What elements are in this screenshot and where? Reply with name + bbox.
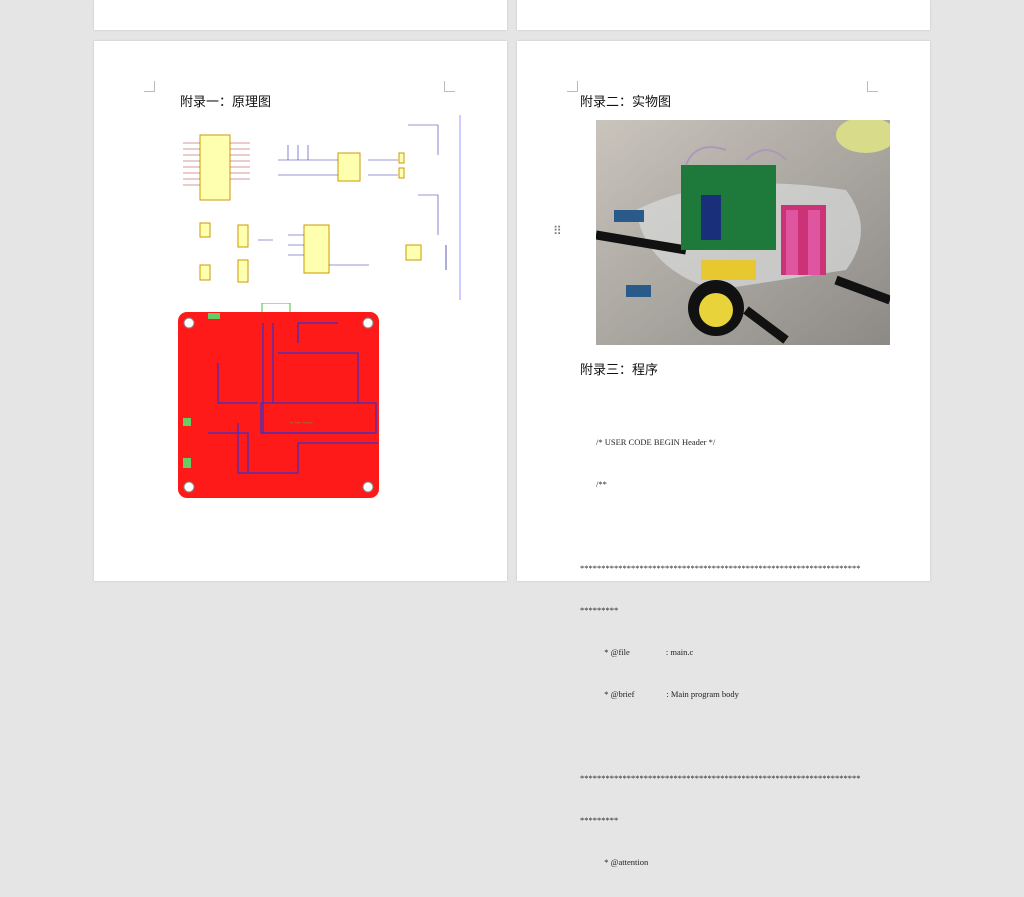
code-line [580, 729, 870, 743]
code-line: /* USER CODE BEGIN Header */ [596, 437, 716, 447]
page-left: 附录一：原理图 ~ ~~ ~~~ [94, 41, 507, 581]
code-line: ****************************************… [580, 563, 861, 573]
code-line: ****************************************… [580, 773, 861, 783]
schematic-image [183, 115, 461, 300]
code-line: * @attention [600, 857, 649, 867]
code-block: /* USER CODE BEGIN Header */ /** *******… [580, 407, 870, 897]
code-line [580, 519, 870, 533]
appendix2-title: 附录二：实物图 [580, 95, 672, 110]
page-right: 附录二：实物图 ⠿ 附录三：程序 /* USER CODE BEGIN Head… [517, 41, 930, 867]
code-line: * @brief : Main program body [600, 689, 739, 699]
previous-page-right [517, 0, 930, 30]
pcb-layout-image: ~ ~~ ~~~ [178, 303, 379, 498]
code-line: ********* [580, 605, 619, 615]
previous-page-left [94, 0, 507, 30]
robot-car-photo [596, 120, 890, 345]
svg-text:~ ~~ ~~~: ~ ~~ ~~~ [290, 421, 313, 427]
code-line: ********* [580, 815, 619, 825]
appendix1-title: 附录一：原理图 [180, 95, 272, 110]
drag-handle-icon[interactable]: ⠿ [553, 224, 562, 238]
code-line: /** [596, 479, 607, 489]
code-line: * @file : main.c [600, 647, 694, 657]
appendix3-title: 附录三：程序 [580, 363, 659, 378]
